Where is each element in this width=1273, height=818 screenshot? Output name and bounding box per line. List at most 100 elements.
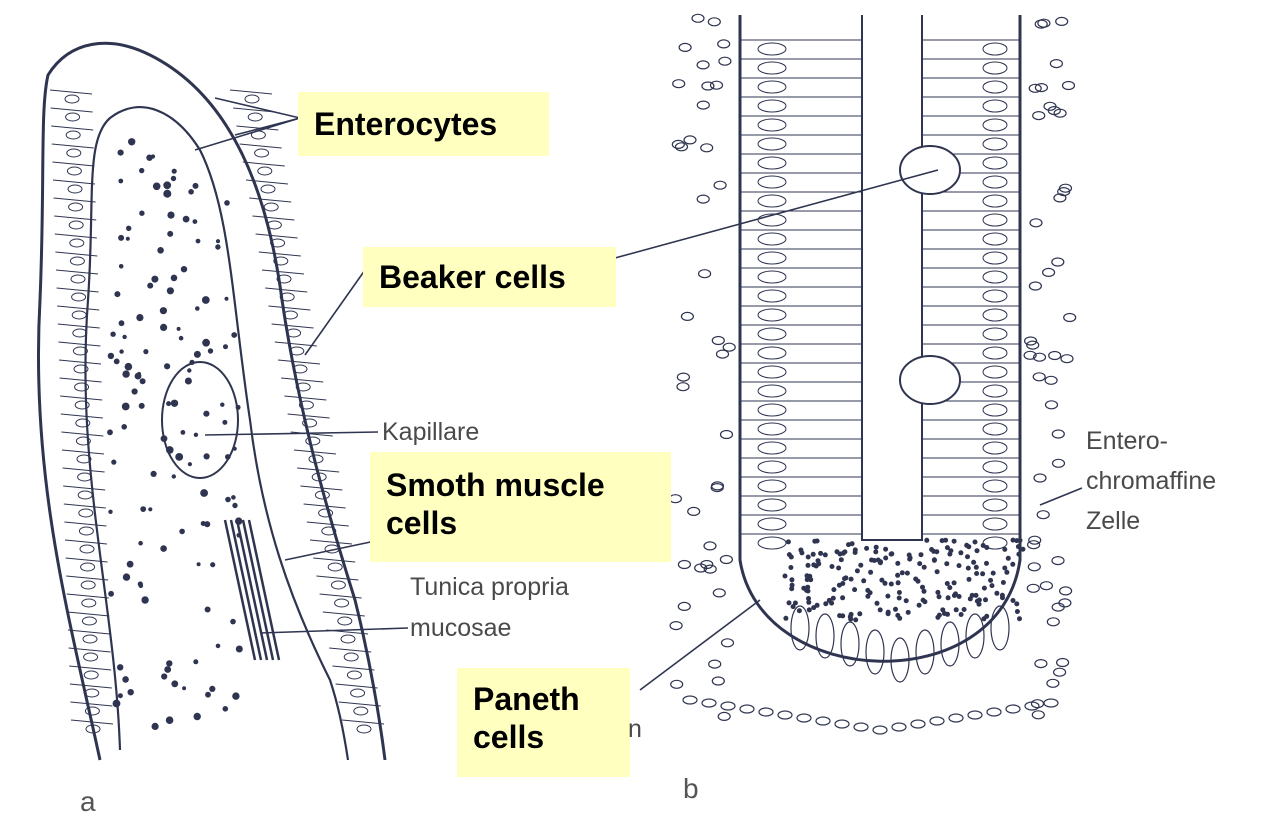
crypt-cell-nucleus	[758, 252, 786, 264]
enterocyte-nucleus	[79, 509, 93, 517]
stromal-nucleus	[151, 471, 157, 477]
stromal-nucleus	[205, 692, 211, 698]
enterocyte-border	[240, 144, 282, 148]
stromal-nucleus	[119, 320, 125, 326]
enterocyte-nucleus	[319, 509, 333, 517]
stromal-nucleus	[107, 429, 113, 435]
connective-tissue-cell	[1033, 373, 1045, 381]
paneth-granule	[848, 617, 853, 622]
partial-letter: n	[628, 715, 642, 743]
paneth-granule	[789, 555, 794, 560]
stromal-nucleus	[118, 235, 124, 241]
crypt-cell-nucleus	[758, 518, 786, 530]
stromal-nucleus	[108, 591, 114, 597]
stromal-nucleus	[177, 327, 181, 331]
stromal-nucleus	[232, 503, 237, 508]
paneth-granule	[852, 587, 857, 592]
crypt-cell-nucleus	[983, 366, 1007, 378]
stromal-nucleus	[225, 497, 231, 503]
enterocyte-nucleus	[351, 689, 365, 697]
connective-tissue-cell	[699, 270, 711, 278]
enterocyte-border	[310, 540, 352, 544]
paneth-granule	[980, 571, 985, 576]
connective-tissue-cell	[1056, 17, 1068, 25]
paneth-granule	[974, 593, 979, 598]
paneth-granule	[988, 578, 993, 583]
connective-tissue-cell	[714, 181, 726, 189]
paneth-granule	[893, 607, 898, 612]
connective-tissue-cell	[1052, 430, 1064, 438]
stromal-nucleus	[166, 660, 172, 666]
paneth-line1: Paneth	[473, 680, 614, 718]
tunica-annotation-line1: Tunica propria	[410, 573, 569, 601]
crypt-cell-nucleus	[758, 195, 786, 207]
paneth-granule	[805, 577, 810, 582]
enterocyte-border	[313, 558, 355, 562]
paneth-granule	[798, 548, 803, 553]
enterocyte-border	[60, 378, 102, 382]
paneth-granule	[883, 547, 888, 552]
stromal-nucleus	[127, 561, 134, 568]
paneth-granule	[850, 541, 855, 546]
paneth-line2: cells	[473, 718, 614, 756]
paneth-granule	[948, 548, 953, 553]
connective-tissue-cell	[1027, 584, 1039, 592]
enterocyte-border	[62, 450, 104, 454]
enterocyte-nucleus	[65, 95, 79, 103]
stromal-nucleus	[201, 521, 206, 526]
crypt-cell-nucleus	[983, 81, 1007, 93]
stromal-nucleus	[119, 264, 124, 269]
crypt-cell-nucleus	[758, 100, 786, 112]
crypt-cell-nucleus	[758, 271, 786, 283]
paneth-granule	[857, 611, 862, 616]
enterocyte-nucleus	[84, 671, 98, 679]
stromal-nucleus	[164, 363, 170, 369]
paneth-granule	[981, 543, 986, 548]
paneth-granule	[953, 591, 958, 596]
enterocyte-nucleus	[335, 599, 349, 607]
crypt-cell-nucleus	[983, 499, 1007, 511]
paneth-granule	[872, 558, 877, 563]
crypt-cell-nucleus	[758, 81, 786, 93]
enterocyte-border	[332, 666, 374, 670]
stromal-nucleus	[139, 403, 145, 409]
paneth-granule	[889, 552, 894, 557]
paneth-granule	[855, 568, 860, 573]
paneth-granule	[789, 586, 794, 591]
paneth-granule	[868, 590, 873, 595]
enterocyte-border	[294, 450, 336, 454]
paneth-granule	[957, 563, 962, 568]
crypt-cell-nucleus	[983, 233, 1007, 245]
paneth-granule	[883, 581, 888, 586]
connective-tissue-cell	[718, 712, 730, 720]
stromal-nucleus	[118, 150, 124, 156]
connective-tissue-cell	[708, 18, 720, 26]
paneth-granule	[952, 580, 957, 585]
stromal-nucleus	[205, 607, 211, 613]
stromal-nucleus	[122, 335, 126, 339]
enterocyte-nucleus	[84, 653, 98, 661]
connective-tissue-cell	[1047, 618, 1059, 626]
connective-tissue-cell	[677, 383, 689, 391]
enterocytes-label: Enterocytes	[298, 92, 549, 156]
stromal-nucleus	[193, 183, 199, 189]
enterocyte-border	[272, 324, 314, 328]
stromal-nucleus	[175, 453, 183, 461]
connective-tissue-cell	[713, 589, 725, 597]
entero-leader	[1040, 488, 1082, 505]
paneth-granule	[922, 565, 927, 570]
paneth-granule	[1000, 595, 1005, 600]
stromal-nucleus	[118, 693, 123, 698]
paneth-granule	[959, 612, 964, 617]
stromal-nucleus	[108, 353, 114, 359]
crypt-cell-nucleus	[758, 537, 786, 549]
connective-tissue-cell	[1057, 659, 1069, 667]
paneth-granule	[917, 603, 922, 608]
paneth-granule	[994, 591, 999, 596]
crypt-cell-nucleus	[758, 461, 786, 473]
paneth-granule	[878, 559, 883, 564]
enterocyte-border	[52, 162, 94, 166]
crypt-cell-nucleus	[758, 119, 786, 131]
crypt-cell-nucleus	[983, 328, 1007, 340]
stromal-nucleus	[139, 211, 144, 216]
